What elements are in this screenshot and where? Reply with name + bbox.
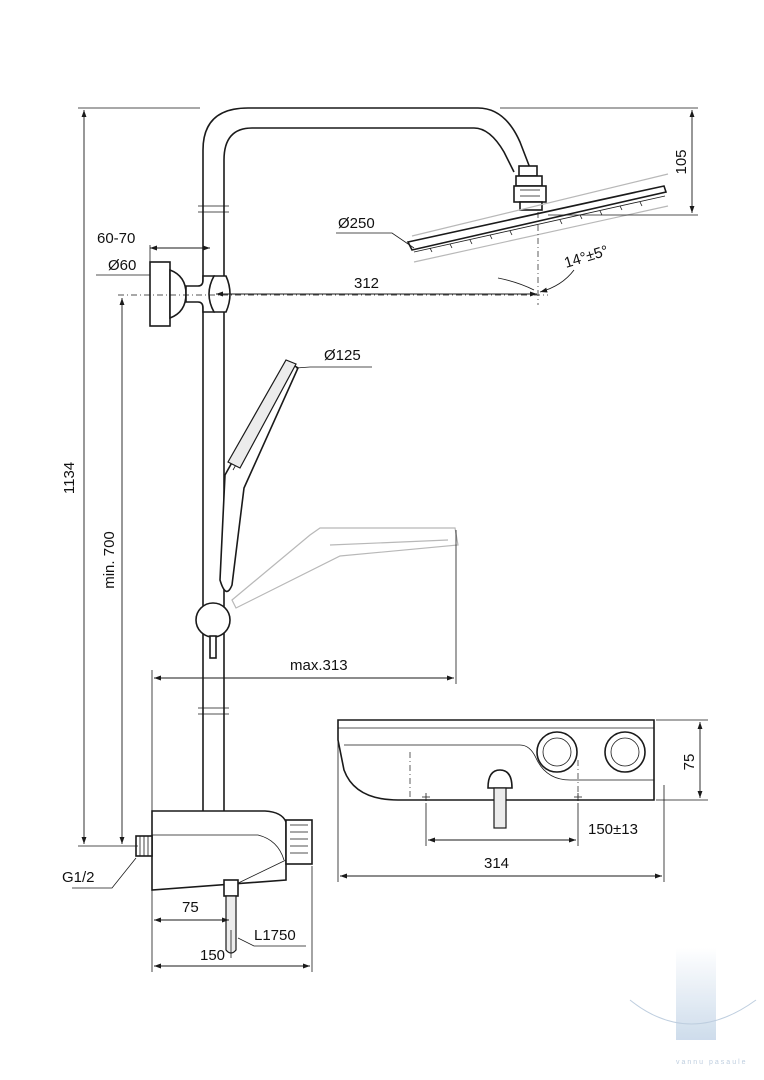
thermostat-depth-label: 150: [200, 947, 225, 964]
bracket-depth-label: 60-70: [97, 230, 135, 247]
total-height-label: 1134: [61, 462, 78, 494]
arm-reach-label: 312: [354, 275, 379, 292]
watermark-text: vannu pasaule: [676, 1059, 748, 1066]
watermark-logo: vannu pasaule: [629, 948, 757, 1066]
min-height-label: min. 700: [101, 531, 118, 589]
max-reach-label: max.313: [290, 657, 348, 674]
dimension-labels: 1134 105 Ø250 14°±5° 60-70 Ø60 312 Ø125 …: [61, 149, 698, 964]
connection-thread-label: G1/2: [62, 869, 95, 886]
tilt-label: 14°±5°: [562, 242, 610, 271]
head-offset-label: 105: [673, 149, 690, 174]
head-diameter-label: Ø250: [338, 215, 375, 232]
hand-shower-diameter-label: Ø125: [324, 347, 361, 364]
bracket-diameter-label: Ø60: [108, 257, 136, 274]
hose-length-label: L1750: [254, 927, 296, 944]
outlet-offset-label: 75: [182, 899, 199, 916]
thermostat-front: [337, 719, 655, 829]
thermostat-side: [135, 810, 313, 954]
head-shower: [406, 165, 669, 263]
thermostat-width-label: 314: [484, 855, 509, 872]
wall-bracket: [149, 261, 231, 327]
shower-column: [198, 107, 531, 812]
thermostat-height-label: 75: [681, 754, 698, 771]
connection-spacing-label: 150±13: [588, 821, 638, 838]
hand-shower: [195, 359, 459, 659]
dimension-lines: [72, 107, 708, 972]
